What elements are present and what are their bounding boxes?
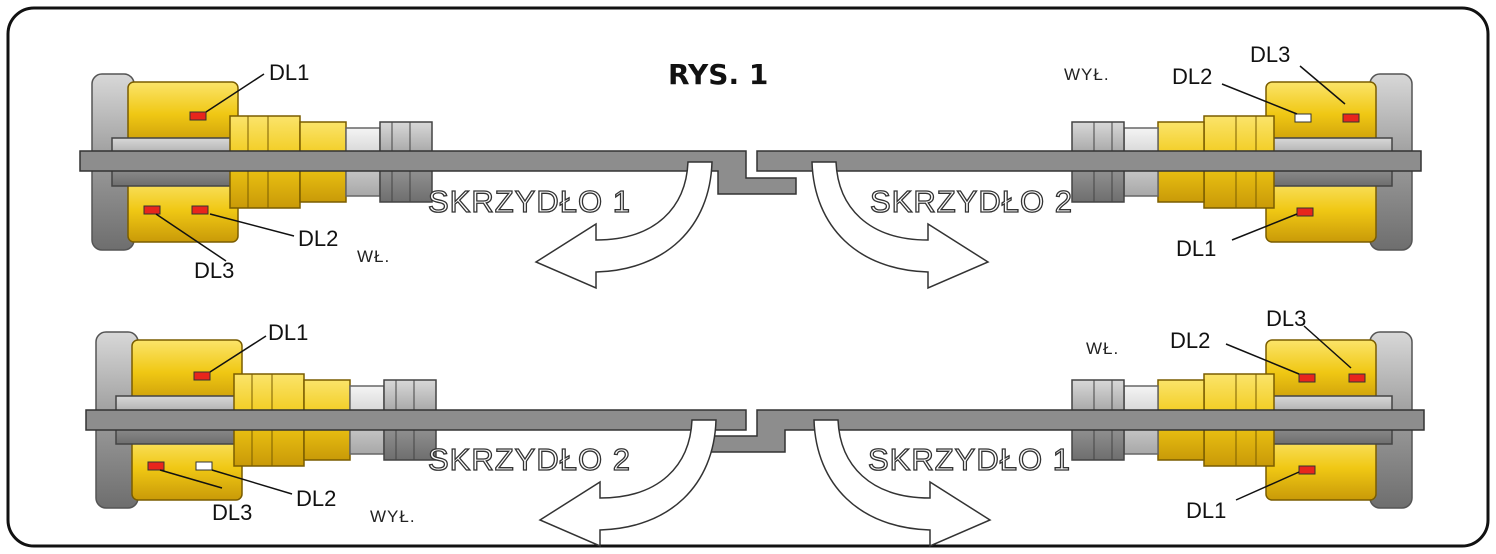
label-dl2-top-left: DL2	[298, 226, 338, 251]
leaf-top-right	[756, 150, 1422, 172]
figure-title: RYS. 1	[668, 58, 768, 91]
led-dl3-bottom-left	[147, 461, 165, 471]
label-wyl-top: WYŁ.	[1064, 65, 1110, 84]
led-dl2-top-right	[1294, 113, 1312, 123]
leaf-bottom-left	[85, 409, 747, 431]
leaf-name-bottom-right: SKRZYDŁO 1	[868, 442, 1071, 477]
led-dl3-bottom-right	[1348, 373, 1366, 383]
label-dl3-top-right: DL3	[1250, 42, 1290, 67]
label-dl3-bottom-right: DL3	[1266, 306, 1306, 331]
leaf-top-left	[79, 150, 797, 195]
led-dl3-top-left	[143, 205, 161, 215]
led-dl1-top-left	[189, 111, 207, 121]
led-dl2-bottom-right	[1298, 373, 1316, 383]
led-dl3-top-right	[1342, 113, 1360, 123]
label-dl1-top-right: DL1	[1176, 236, 1216, 261]
led-dl2-bottom-left	[195, 461, 213, 471]
leaf-bottom-right	[705, 409, 1425, 453]
label-wl-bottom: WŁ.	[1086, 339, 1119, 358]
label-dl1-top-left: DL1	[269, 60, 309, 85]
led-dl1-bottom-left	[193, 371, 211, 381]
label-dl2-top-right: DL2	[1172, 64, 1212, 89]
label-dl2-bottom-right: DL2	[1170, 328, 1210, 353]
label-dl1-bottom-left: DL1	[268, 320, 308, 345]
leaf-name-top-left: SKRZYDŁO 1	[428, 184, 631, 219]
led-dl1-top-right	[1296, 207, 1314, 217]
label-dl3-bottom-left: DL3	[212, 500, 252, 525]
label-dl1-bottom-right: DL1	[1186, 498, 1226, 523]
label-dl2-bottom-left: DL2	[296, 486, 336, 511]
led-dl2-top-left	[191, 205, 209, 215]
label-dl3-top-left: DL3	[194, 258, 234, 283]
leaf-name-bottom-left: SKRZYDŁO 2	[428, 442, 631, 477]
label-wl-top: WŁ.	[357, 247, 390, 266]
leaf-name-top-right: SKRZYDŁO 2	[870, 184, 1073, 219]
led-dl1-bottom-right	[1298, 465, 1316, 475]
top-row: DL1 DL2 DL3 WŁ. WYŁ. DL2 DL3 DL1 SKRZYDŁ…	[79, 42, 1422, 289]
label-wyl-bottom: WYŁ.	[370, 507, 416, 526]
bottom-row: DL1 DL3 DL2 WYŁ. WŁ. DL2 DL3 DL1 SKRZYDŁ…	[85, 306, 1425, 547]
